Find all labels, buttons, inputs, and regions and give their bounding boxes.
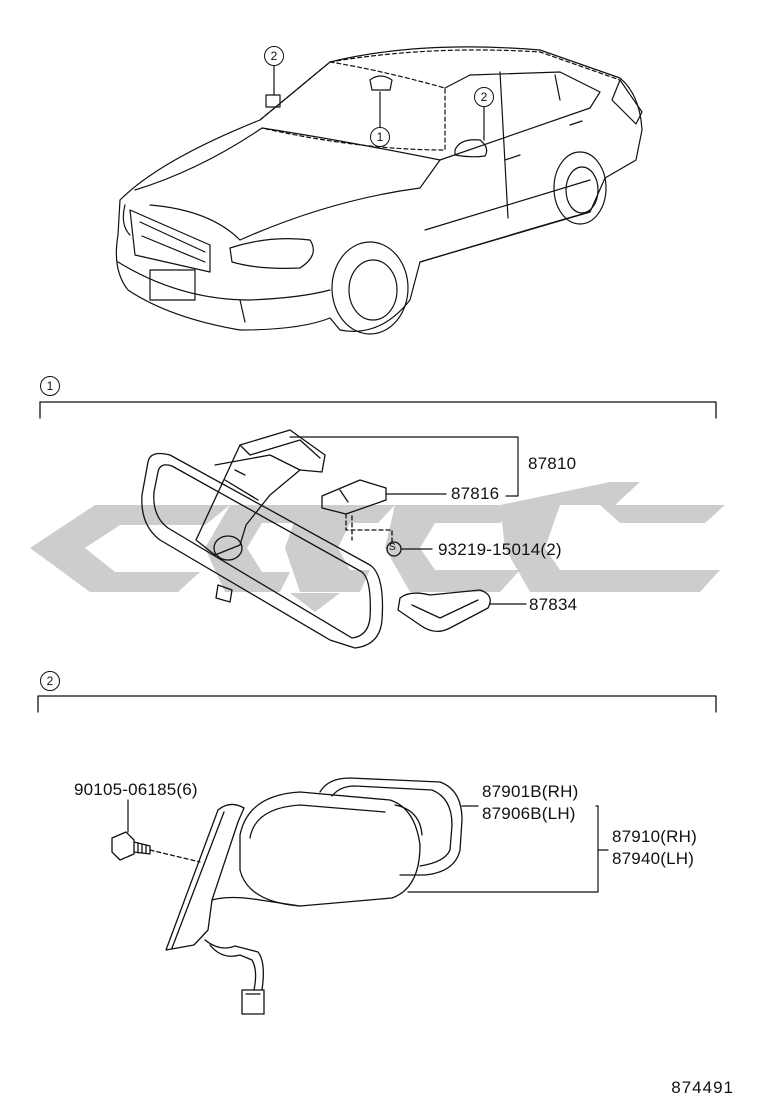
outer-mirror-drawing — [111, 777, 463, 1015]
car-illustration — [115, 46, 643, 335]
part-label-stay: 87816 — [451, 484, 500, 503]
section1-leaders — [289, 436, 527, 605]
section2-marker: 2 — [40, 671, 60, 691]
car-callout-1: 1 — [370, 127, 390, 147]
car-callout-2-door: 2 — [474, 87, 494, 107]
part-label-assembly-rh: 87910(RH) — [612, 827, 697, 846]
section2-frame — [37, 695, 717, 713]
section2-leaders — [127, 799, 609, 893]
part-label-bolt: 90105-06185(6) — [74, 780, 198, 799]
watermark-logo — [30, 482, 725, 612]
inner-mirror-drawing — [141, 429, 491, 649]
part-label-mirror-rh: 87901B(RH) — [482, 782, 579, 801]
part-label-mirror-lh: 87906B(LH) — [482, 804, 576, 823]
illustration-ref-number: 874491 — [671, 1078, 734, 1097]
screw-symbol: S — [389, 542, 396, 553]
part-label-assembly-lh: 87940(LH) — [612, 849, 695, 868]
part-label-cover: 87834 — [529, 595, 578, 614]
car-callout-2-roof: 2 — [264, 46, 284, 66]
section1-frame — [39, 401, 717, 419]
part-label-assembly: 87810 — [528, 454, 577, 473]
section1-marker: 1 — [40, 376, 60, 396]
part-label-screw: 93219-15014(2) — [438, 540, 562, 559]
